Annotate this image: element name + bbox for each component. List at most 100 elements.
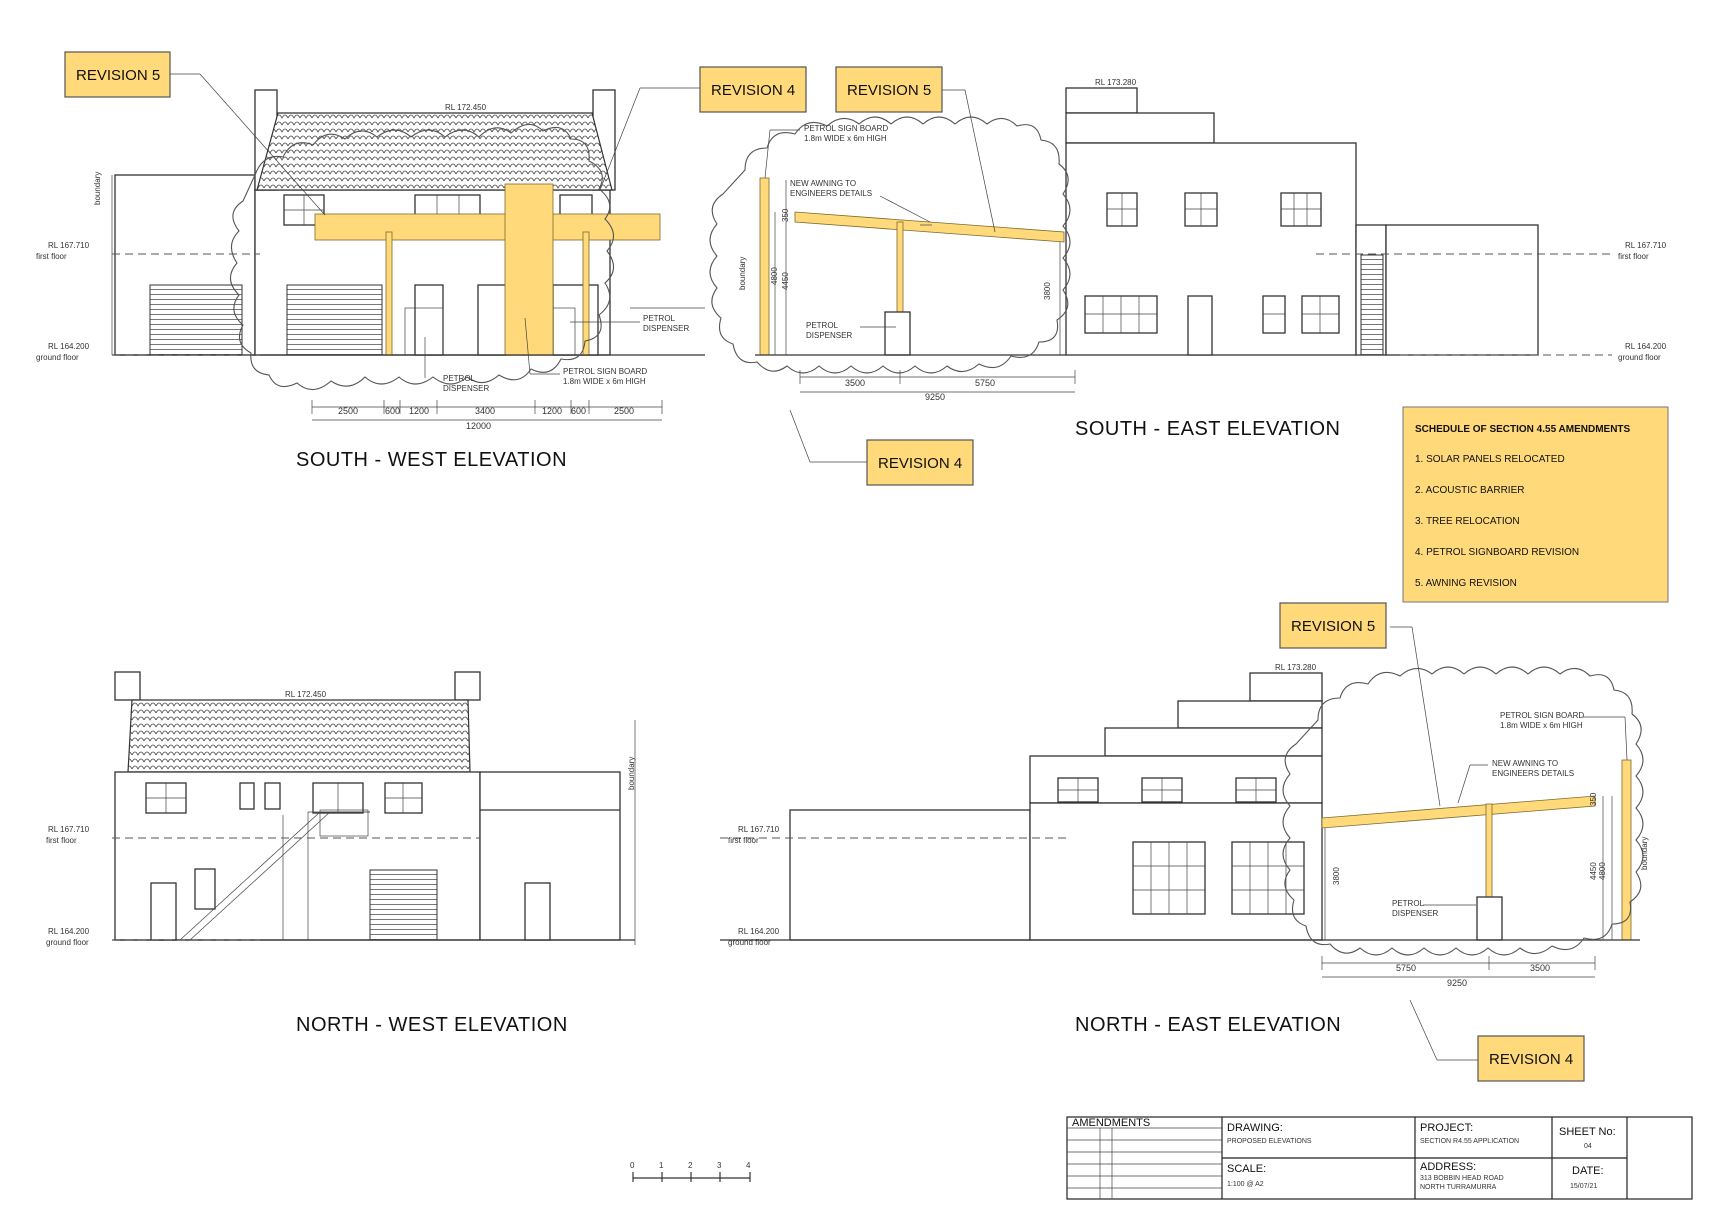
sign-board-label: PETROL SIGN BOARD	[1500, 711, 1584, 720]
schedule-item: 5. AWNING REVISION	[1415, 578, 1517, 589]
south-east-elevation: 4800 4450 350 3800 boundary PETROL SIGN …	[709, 78, 1667, 463]
project-label: PROJECT:	[1420, 1122, 1473, 1134]
dim-total: 9250	[1447, 978, 1467, 988]
sign-board-size: 1.8m WIDE x 6m HIGH	[563, 377, 646, 386]
dim-vertical: 350	[1589, 792, 1598, 806]
date-value: 15/07/21	[1570, 1183, 1597, 1190]
petrol-label: PETROL	[806, 321, 839, 330]
dim-text: 2500	[338, 406, 358, 416]
rl-ground: RL 164.200	[1625, 342, 1667, 351]
sign-board-label: PETROL SIGN BOARD	[563, 367, 647, 376]
sheet-label: SHEET No:	[1559, 1126, 1616, 1138]
dim-text: 1200	[542, 406, 562, 416]
dispenser-label: DISPENSER	[643, 324, 689, 333]
dim-total: 12000	[466, 421, 491, 431]
sign-board-label: PETROL SIGN BOARD	[804, 124, 888, 133]
boundary-label: boundary	[93, 172, 102, 205]
dim-text: 3500	[1530, 963, 1550, 973]
rl-top: RL 173.280	[1095, 78, 1137, 87]
first-floor-label: first floor	[1618, 252, 1649, 261]
revision-cloud	[1282, 666, 1644, 956]
revision-tag: REVISION 4	[699, 66, 807, 113]
petrol-label: PETROL	[643, 314, 676, 323]
boundary-label: boundary	[738, 257, 747, 290]
first-floor-label: first floor	[36, 252, 67, 261]
sheet-value: 04	[1584, 1143, 1592, 1150]
rl-first: RL 167.710	[48, 241, 90, 250]
schedule-title: SCHEDULE OF SECTION 4.55 AMENDMENTS	[1415, 424, 1631, 435]
first-floor-label: first floor	[46, 836, 77, 845]
awning-detail: ENGINEERS DETAILS	[1492, 769, 1574, 778]
petrol-label: PETROL	[443, 374, 476, 383]
amendments-label: AMENDMENTS	[1072, 1117, 1150, 1129]
dim-text: 1200	[409, 406, 429, 416]
awning-canopy	[1321, 795, 1596, 829]
north-east-elevation: PETROL SIGN BOARD 1.8m WIDE x 6m HIGH NE…	[720, 626, 1649, 1061]
awning-detail: ENGINEERS DETAILS	[790, 189, 872, 198]
project-value: SECTION R4.55 APPLICATION	[1420, 1138, 1519, 1145]
north-west-elevation: RL 167.710 first floor RL 164.200 ground…	[46, 671, 636, 1036]
drawing-value: PROPOSED ELEVATIONS	[1227, 1138, 1312, 1145]
scale-value: 1:100 @ A2	[1227, 1181, 1264, 1188]
revision-label: REVISION 4	[878, 455, 962, 472]
date-label: DATE:	[1572, 1165, 1604, 1177]
boundary-label: boundary	[1640, 837, 1649, 870]
drawing-label: DRAWING:	[1227, 1122, 1283, 1134]
petrol-sign-board	[759, 177, 770, 356]
elevation-title: SOUTH - EAST ELEVATION	[1075, 418, 1341, 440]
rl-ridge: RL 172.450	[285, 690, 327, 699]
revision-cloud	[709, 116, 1071, 374]
address-line-1: 313 BOBBIN HEAD ROAD	[1420, 1175, 1504, 1182]
petrol-sign-board	[504, 183, 554, 356]
dim-text: 600	[385, 406, 400, 416]
dim-total: 9250	[925, 392, 945, 402]
south-west-elevation: RL 172.450 RL 167.710 first floor RL 164…	[36, 73, 705, 471]
scale-tick: 4	[746, 1161, 751, 1170]
awning-canopy	[314, 213, 661, 241]
dim-text: 3500	[845, 378, 865, 388]
roof-tiles	[127, 699, 471, 773]
dim-vertical: 4800	[770, 267, 779, 285]
rl-ground: RL 164.200	[48, 927, 90, 936]
revision-label: REVISION 4	[1489, 1051, 1573, 1068]
dim-vertical: 3800	[1043, 282, 1052, 300]
elevation-title: SOUTH - WEST ELEVATION	[296, 449, 567, 471]
rl-ridge: RL 172.450	[445, 103, 487, 112]
garage-door	[369, 869, 438, 941]
dispenser-label: DISPENSER	[1392, 909, 1438, 918]
scale-tick: 2	[688, 1161, 693, 1170]
schedule-item: 2. ACOUSTIC BARRIER	[1415, 485, 1524, 496]
amendments-schedule: SCHEDULE OF SECTION 4.55 AMENDMENTS 1. S…	[1402, 406, 1669, 603]
dim-vertical: 4800	[1598, 862, 1607, 880]
ground-floor-label: ground floor	[36, 353, 79, 362]
dispenser-label: DISPENSER	[443, 384, 489, 393]
awning-label: NEW AWNING TO	[1492, 759, 1558, 768]
dim-vertical: 4450	[781, 272, 790, 290]
sign-board-size: 1.8m WIDE x 6m HIGH	[1500, 721, 1583, 730]
dim-vertical: 4450	[1589, 862, 1598, 880]
rl-first: RL 167.710	[738, 825, 780, 834]
revision-label: REVISION 4	[711, 82, 795, 99]
elevation-title: NORTH - WEST ELEVATION	[296, 1014, 568, 1036]
awning-label: NEW AWNING TO	[790, 179, 856, 188]
revision-label: REVISION 5	[847, 82, 931, 99]
scale-tick: 1	[659, 1161, 664, 1170]
scale-bar: 0 1 2 3 4	[630, 1161, 751, 1182]
rl-first: RL 167.710	[48, 825, 90, 834]
dim-text: 2500	[614, 406, 634, 416]
address-label: ADDRESS:	[1420, 1161, 1476, 1173]
awning-canopy	[794, 211, 1065, 243]
dim-vertical: 350	[781, 208, 790, 222]
ground-floor-label: ground floor	[46, 938, 89, 947]
scale-tick: 0	[630, 1161, 635, 1170]
revision-label: REVISION 5	[1291, 618, 1375, 635]
schedule-item: 3. TREE RELOCATION	[1415, 516, 1520, 527]
dispenser-label: DISPENSER	[806, 331, 852, 340]
rl-ground: RL 164.200	[48, 342, 90, 351]
revision-tag: REVISION 4	[1477, 1035, 1585, 1082]
first-floor-label: first floor	[728, 836, 759, 845]
revision-label: REVISION 5	[76, 67, 160, 84]
revision-tag: REVISION 5	[1279, 602, 1387, 649]
revision-tag: REVISION 5	[835, 66, 943, 113]
